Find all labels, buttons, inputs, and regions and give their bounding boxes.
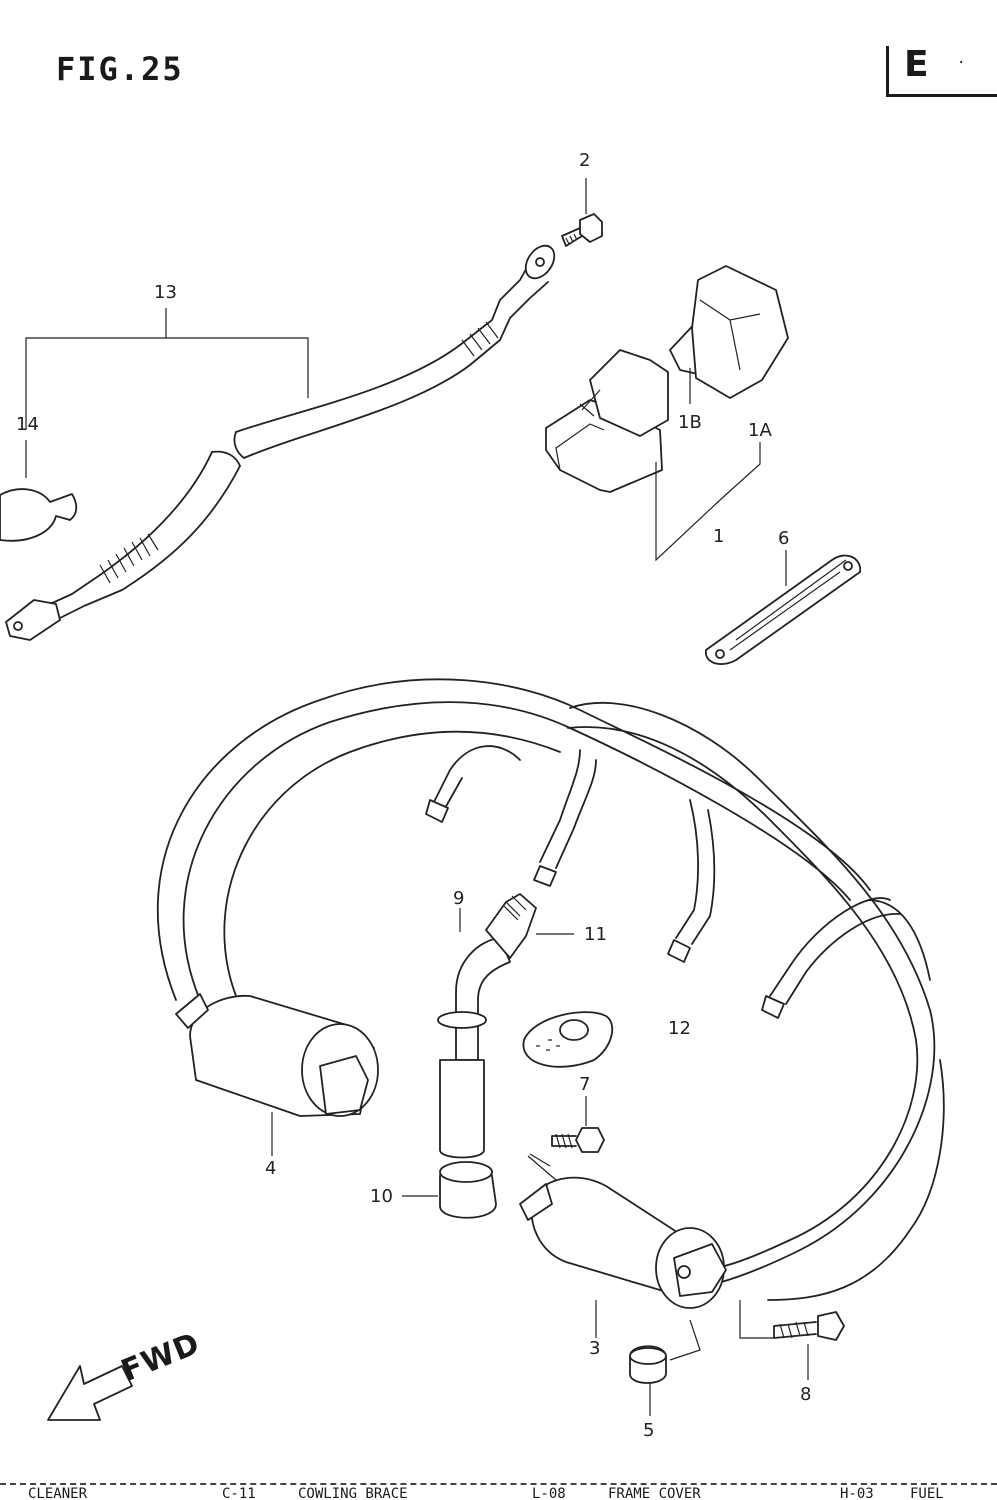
callout-4: 4 (265, 1158, 277, 1179)
bolt-2-icon (561, 178, 603, 247)
footer-cell: C-11 (222, 1486, 256, 1500)
ignition-coil-3-icon (519, 1153, 774, 1339)
fwd-arrow-icon (47, 1365, 133, 1421)
callout-6: 6 (778, 528, 790, 549)
footer-cell: L-08 (532, 1486, 566, 1500)
footer-cell: CLEANER (28, 1486, 88, 1500)
damper-5-icon (629, 1319, 701, 1416)
plug-cap-icon (402, 893, 574, 1219)
ignition-coil-4-icon (175, 993, 379, 1156)
footer-index: CLEANER C-11 COWLING BRACE L-08 FRAME CO… (0, 1486, 997, 1500)
callout-11: 11 (584, 924, 607, 945)
bracket-6-icon (705, 550, 861, 665)
bolt-8-icon (773, 1311, 845, 1380)
callout-1a: 1A (748, 420, 772, 441)
grommet-12-icon (522, 1011, 614, 1068)
section-letter: E (904, 44, 929, 85)
footer-cell: FUEL (910, 1486, 944, 1500)
callout-14: 14 (16, 414, 39, 435)
bolt-7-icon (551, 1096, 605, 1153)
callout-7: 7 (579, 1074, 591, 1095)
ignition-leads-icon (156, 678, 945, 1301)
callout-1b: 1B (678, 412, 702, 433)
ground-cable-icon (0, 244, 556, 641)
footer-divider (0, 1483, 997, 1485)
footer-cell: COWLING BRACE (298, 1486, 408, 1500)
callout-8: 8 (800, 1384, 812, 1405)
callout-12: 12 (668, 1018, 691, 1039)
callout-1: 1 (713, 526, 725, 547)
callout-9: 9 (453, 888, 465, 909)
footer-cell: FRAME COVER (608, 1486, 701, 1500)
callout-13: 13 (154, 282, 177, 303)
figure-title: FIG.25 (56, 50, 184, 88)
callout-5: 5 (643, 1420, 655, 1441)
callout-3: 3 (589, 1338, 601, 1359)
section-box (886, 46, 997, 97)
connector-1-icon (545, 265, 789, 562)
callout-2: 2 (579, 150, 591, 171)
callout-10: 10 (370, 1186, 393, 1207)
section-dot: · (957, 55, 966, 71)
footer-cell: H-03 (840, 1486, 874, 1500)
